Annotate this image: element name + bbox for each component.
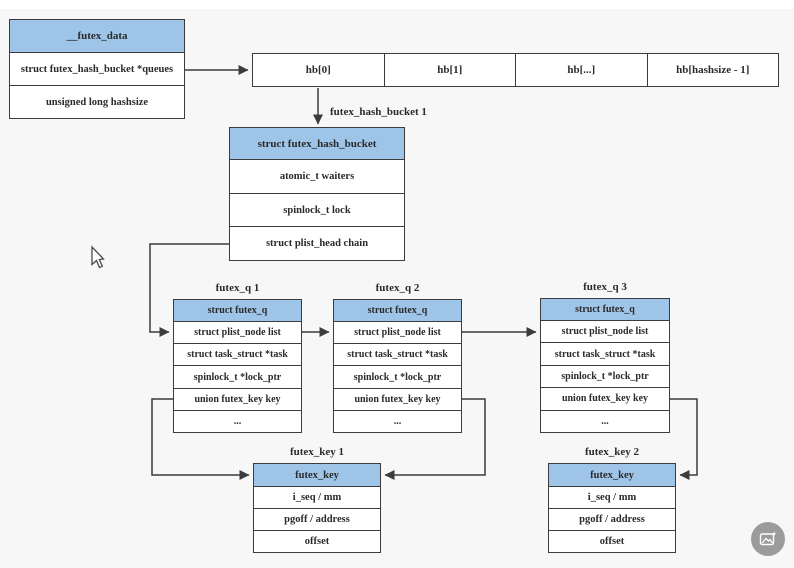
futexkey2-label: futex_key 2 [584,446,640,458]
futexq1-row-ellipsis: ... [174,410,301,433]
hb-cell-0: hb[0] [253,54,385,86]
futexq1-box: struct futex_q struct plist_node list st… [173,299,302,433]
futexq2-row-list: struct plist_node list [334,322,461,345]
futexq1-row-key: union futex_key key [174,388,301,411]
futexq3-row-task: struct task_struct *task [541,343,669,366]
futexq2-row-lockptr: spinlock_t *lock_ptr [334,366,461,389]
hash-bucket-label: futex_hash_bucket 1 [330,106,427,118]
futex-data-row-queues: struct futex_hash_bucket *queues [10,53,184,86]
hb-cell-2: hb[...] [516,54,648,86]
mouse-cursor [91,245,105,269]
futexq1-row-task: struct task_struct *task [174,344,301,367]
futexq1-title: struct futex_q [174,300,301,322]
futexkey1-row-iseq: i_seq / mm [254,487,380,509]
futexq2-row-key: union futex_key key [334,388,461,411]
futexkey2-title: futex_key [549,464,675,487]
window-top-strip [0,0,794,9]
futexkey1-row-pgoff: pgoff / address [254,509,380,531]
hb-cell-1: hb[1] [385,54,516,86]
image-tool-button[interactable] [751,522,785,556]
image-sparkle-icon [759,531,777,546]
futexq2-label: futex_q 2 [375,282,420,294]
hash-bucket-row-lock: spinlock_t lock [230,193,404,228]
futex-data-row-hashsize: unsigned long hashsize [10,86,184,118]
futexkey1-label: futex_key 1 [289,446,345,458]
futexq3-row-key: union futex_key key [541,388,669,411]
futex-data-box: __futex_data struct futex_hash_bucket *q… [9,19,185,119]
futexq3-row-list: struct plist_node list [541,321,669,344]
futexkey1-title: futex_key [254,464,380,487]
futexq2-row-task: struct task_struct *task [334,344,461,367]
futexq2-row-ellipsis: ... [334,410,461,433]
futexq1-row-lockptr: spinlock_t *lock_ptr [174,366,301,389]
hash-bucket-array: hb[0] hb[1] hb[...] hb[hashsize - 1] [252,53,779,87]
futexkey2-box: futex_key i_seq / mm pgoff / address off… [548,463,676,553]
futex-data-title: __futex_data [10,20,184,53]
futexq3-title: struct futex_q [541,299,669,321]
futexkey1-box: futex_key i_seq / mm pgoff / address off… [253,463,381,553]
futexq3-box: struct futex_q struct plist_node list st… [540,298,670,433]
hash-bucket-title: struct futex_hash_bucket [230,128,404,160]
hash-bucket-box: struct futex_hash_bucket atomic_t waiter… [229,127,405,261]
futexq1-row-list: struct plist_node list [174,322,301,345]
futexq2-box: struct futex_q struct plist_node list st… [333,299,462,433]
futexkey2-row-iseq: i_seq / mm [549,487,675,509]
futexkey2-row-pgoff: pgoff / address [549,509,675,531]
hash-bucket-row-chain: struct plist_head chain [230,227,404,261]
futexq2-title: struct futex_q [334,300,461,322]
futexq1-label: futex_q 1 [215,282,260,294]
hb-cell-3: hb[hashsize - 1] [676,64,750,76]
futexq3-row-ellipsis: ... [541,410,669,433]
futexq3-row-lockptr: spinlock_t *lock_ptr [541,365,669,389]
futexkey1-row-offset: offset [254,531,380,552]
hash-bucket-row-waiters: atomic_t waiters [230,160,404,194]
futexkey2-row-offset: offset [549,531,675,552]
futexq3-label: futex_q 3 [583,281,627,293]
